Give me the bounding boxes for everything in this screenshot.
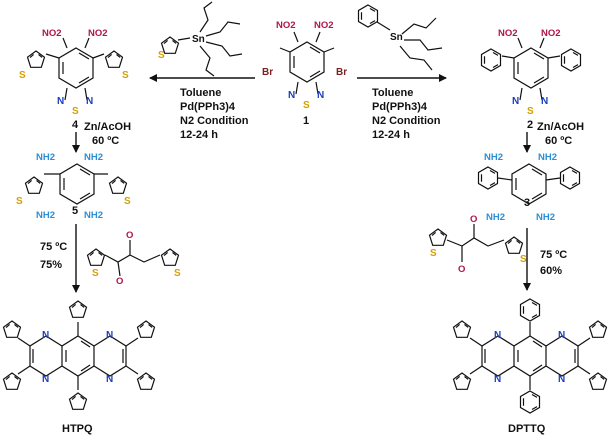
svg-text:12-24 h: 12-24 h <box>180 129 218 141</box>
atom-s-c5-left: S <box>16 196 23 207</box>
atom-n-dpttq-3: N <box>558 330 565 341</box>
atom-n-left: N <box>288 90 295 101</box>
compound-2-label: 2 <box>527 119 533 131</box>
nh2-c3-tl: NH2 <box>484 152 503 163</box>
compound-1-structure: NO2 NO2 Br Br N N S 1 <box>262 20 347 127</box>
atom-s-c5-right: S <box>124 196 131 207</box>
svg-text:75 ºC: 75 ºC <box>40 241 67 253</box>
dithienyl-diketone-right: O O S S <box>428 214 527 275</box>
reduction-conditions-right: Zn/AcOH 60 ºC <box>537 121 584 147</box>
atom-n-htpq-4: N <box>106 374 113 385</box>
condensation-conditions-left: 75 ºC 75% <box>40 241 67 271</box>
nh2-c3-bl: NH2 <box>486 212 505 223</box>
atom-o-left-1: O <box>116 276 123 287</box>
atom-no2-c4-left: NO2 <box>42 28 62 39</box>
svg-text:75 ºC: 75 ºC <box>540 249 567 261</box>
atom-no2-left: NO2 <box>276 20 296 31</box>
dpttq-label: DPTTQ <box>508 423 546 435</box>
conditions-left: Toluene Pd(PPh3)4 N2 Condition 12-24 h <box>180 87 249 141</box>
atom-no2-c2-right: NO2 <box>541 28 561 39</box>
atom-s-dk-left-2: S <box>174 268 181 279</box>
nh2-c3-br: NH2 <box>536 212 555 223</box>
nh2-c5-br: NH2 <box>84 210 103 221</box>
svg-text:60%: 60% <box>540 265 562 277</box>
svg-text:75%: 75% <box>40 259 62 271</box>
atom-n-htpq-2: N <box>42 374 49 385</box>
nh2-c3-tr: NH2 <box>538 152 557 163</box>
atom-n-c2-right: N <box>541 96 548 107</box>
atom-o-left-2: O <box>126 230 133 241</box>
atom-s-dk-left-1: S <box>92 268 99 279</box>
atom-s-reagent-left: S <box>158 50 165 61</box>
dithienyl-diketone-left: O O S S <box>86 230 181 287</box>
atom-n-dpttq-2: N <box>494 374 501 385</box>
compound-1-label: 1 <box>303 115 309 127</box>
atom-s-dk-right-1: S <box>430 248 437 259</box>
svg-text:Pd(PPh3)4: Pd(PPh3)4 <box>180 101 236 113</box>
conditions-right: Toluene Pd(PPh3)4 N2 Condition 12-24 h <box>372 87 441 141</box>
svg-text:Toluene: Toluene <box>372 87 413 99</box>
atom-n-c2-left: N <box>512 96 519 107</box>
compound-4-label: 4 <box>72 119 79 131</box>
svg-text:Toluene: Toluene <box>180 87 221 99</box>
atom-s-c4-right: S <box>122 70 129 81</box>
atom-o-right-1: O <box>458 264 465 275</box>
svg-text:12-24 h: 12-24 h <box>372 129 410 141</box>
atom-n-c4-right: N <box>86 96 93 107</box>
dpttq-structure: N N N N DPTTQ <box>452 298 608 435</box>
svg-text:Zn/AcOH: Zn/AcOH <box>537 121 584 133</box>
atom-s: S <box>303 100 310 111</box>
atom-sn-left: Sn <box>192 34 205 45</box>
svg-text:N2 Condition: N2 Condition <box>180 115 249 127</box>
svg-text:60 ºC: 60 ºC <box>545 135 572 147</box>
htpq-label: HTPQ <box>62 423 93 435</box>
reduction-conditions-left: Zn/AcOH 60 ºC <box>84 121 131 147</box>
compound-5-label: 5 <box>72 205 78 217</box>
atom-n-htpq-3: N <box>106 330 113 341</box>
atom-br-right: Br <box>336 67 347 78</box>
condensation-conditions-right: 75 ºC 60% <box>540 249 567 277</box>
htpq-structure: N N N N HTPQ <box>2 300 156 435</box>
compound-4-structure: NO2 NO2 S S N N S 4 <box>19 28 129 131</box>
thienyl-stannane-reagent: Sn S <box>158 1 243 77</box>
compound-5-structure: NH2 NH2 NH2 NH2 S S 5 <box>16 152 131 221</box>
atom-n-dpttq-1: N <box>494 330 501 341</box>
nh2-c5-tl: NH2 <box>36 152 55 163</box>
atom-n-htpq-1: N <box>42 330 49 341</box>
svg-text:Zn/AcOH: Zn/AcOH <box>84 121 131 133</box>
atom-s-c4-left: S <box>19 70 26 81</box>
compound-3-structure: NH2 NH2 NH2 NH2 3 <box>477 152 581 223</box>
atom-o-right-2: O <box>470 214 477 225</box>
atom-no2-right: NO2 <box>314 20 334 31</box>
svg-text:60 ºC: 60 ºC <box>92 135 119 147</box>
atom-n-dpttq-4: N <box>558 374 565 385</box>
compound-3-label: 3 <box>524 197 530 209</box>
atom-s-dk-right-2: S <box>520 254 527 265</box>
atom-s-c2: S <box>527 106 534 117</box>
phenyl-stannane-reagent: Sn <box>357 4 443 71</box>
atom-sn-right: Sn <box>390 32 403 43</box>
atom-n-right: N <box>317 90 324 101</box>
compound-2-structure: NO2 NO2 N N S 2 <box>480 28 582 131</box>
atom-no2-c4-right: NO2 <box>88 28 108 39</box>
svg-text:Pd(PPh3)4: Pd(PPh3)4 <box>372 101 428 113</box>
atom-br-left: Br <box>262 67 273 78</box>
nh2-c5-tr: NH2 <box>84 152 103 163</box>
svg-text:N2 Condition: N2 Condition <box>372 115 441 127</box>
nh2-c5-bl: NH2 <box>36 210 55 221</box>
atom-no2-c2-left: NO2 <box>498 28 518 39</box>
atom-n-c4-left: N <box>57 96 64 107</box>
atom-s-c4: S <box>72 106 79 117</box>
